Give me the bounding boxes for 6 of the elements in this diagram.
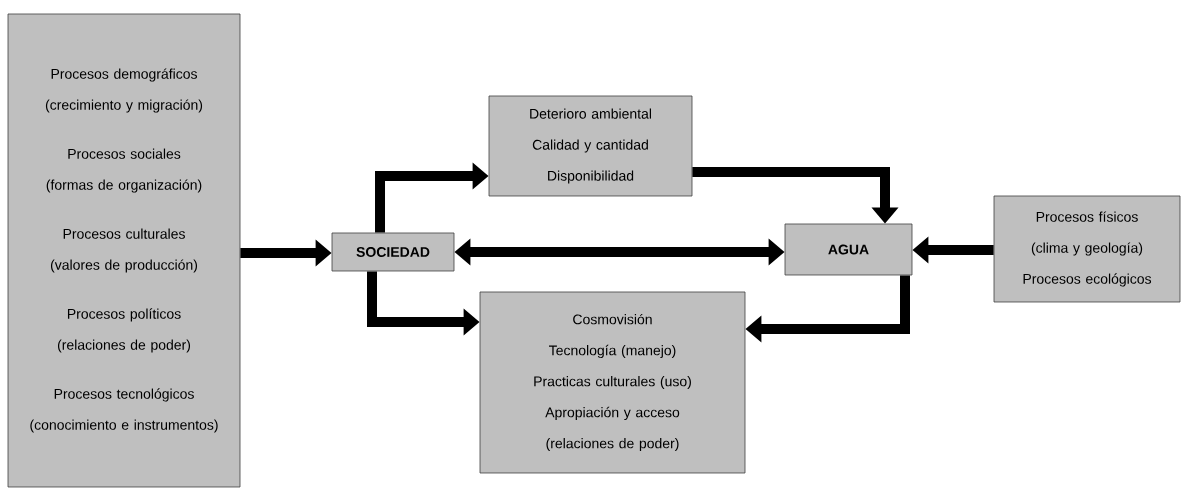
process-box: AGUA: [784, 223, 913, 276]
process-box: Deterioro ambiental Calidad y cantidad Disponibilidad: [488, 95, 693, 197]
process-list-box: Procesos demográficos (crecimiento y migración) Procesos sociales (formas de organización) Procesos culturales (valores de producción) Procesos políticos (relaciones de poder) Procesos tecnológicos (conocimiento e instrumentos): [7, 13, 241, 488]
process-box: Cosmovisión Tecnología (manejo) Practicas culturales (uso) Apropiación y acceso (relaciones de poder): [479, 291, 746, 474]
process-box: Procesos físicos (clima y geología) Procesos ecológicos: [993, 195, 1181, 303]
process-box: SOCIEDAD: [331, 232, 455, 272]
